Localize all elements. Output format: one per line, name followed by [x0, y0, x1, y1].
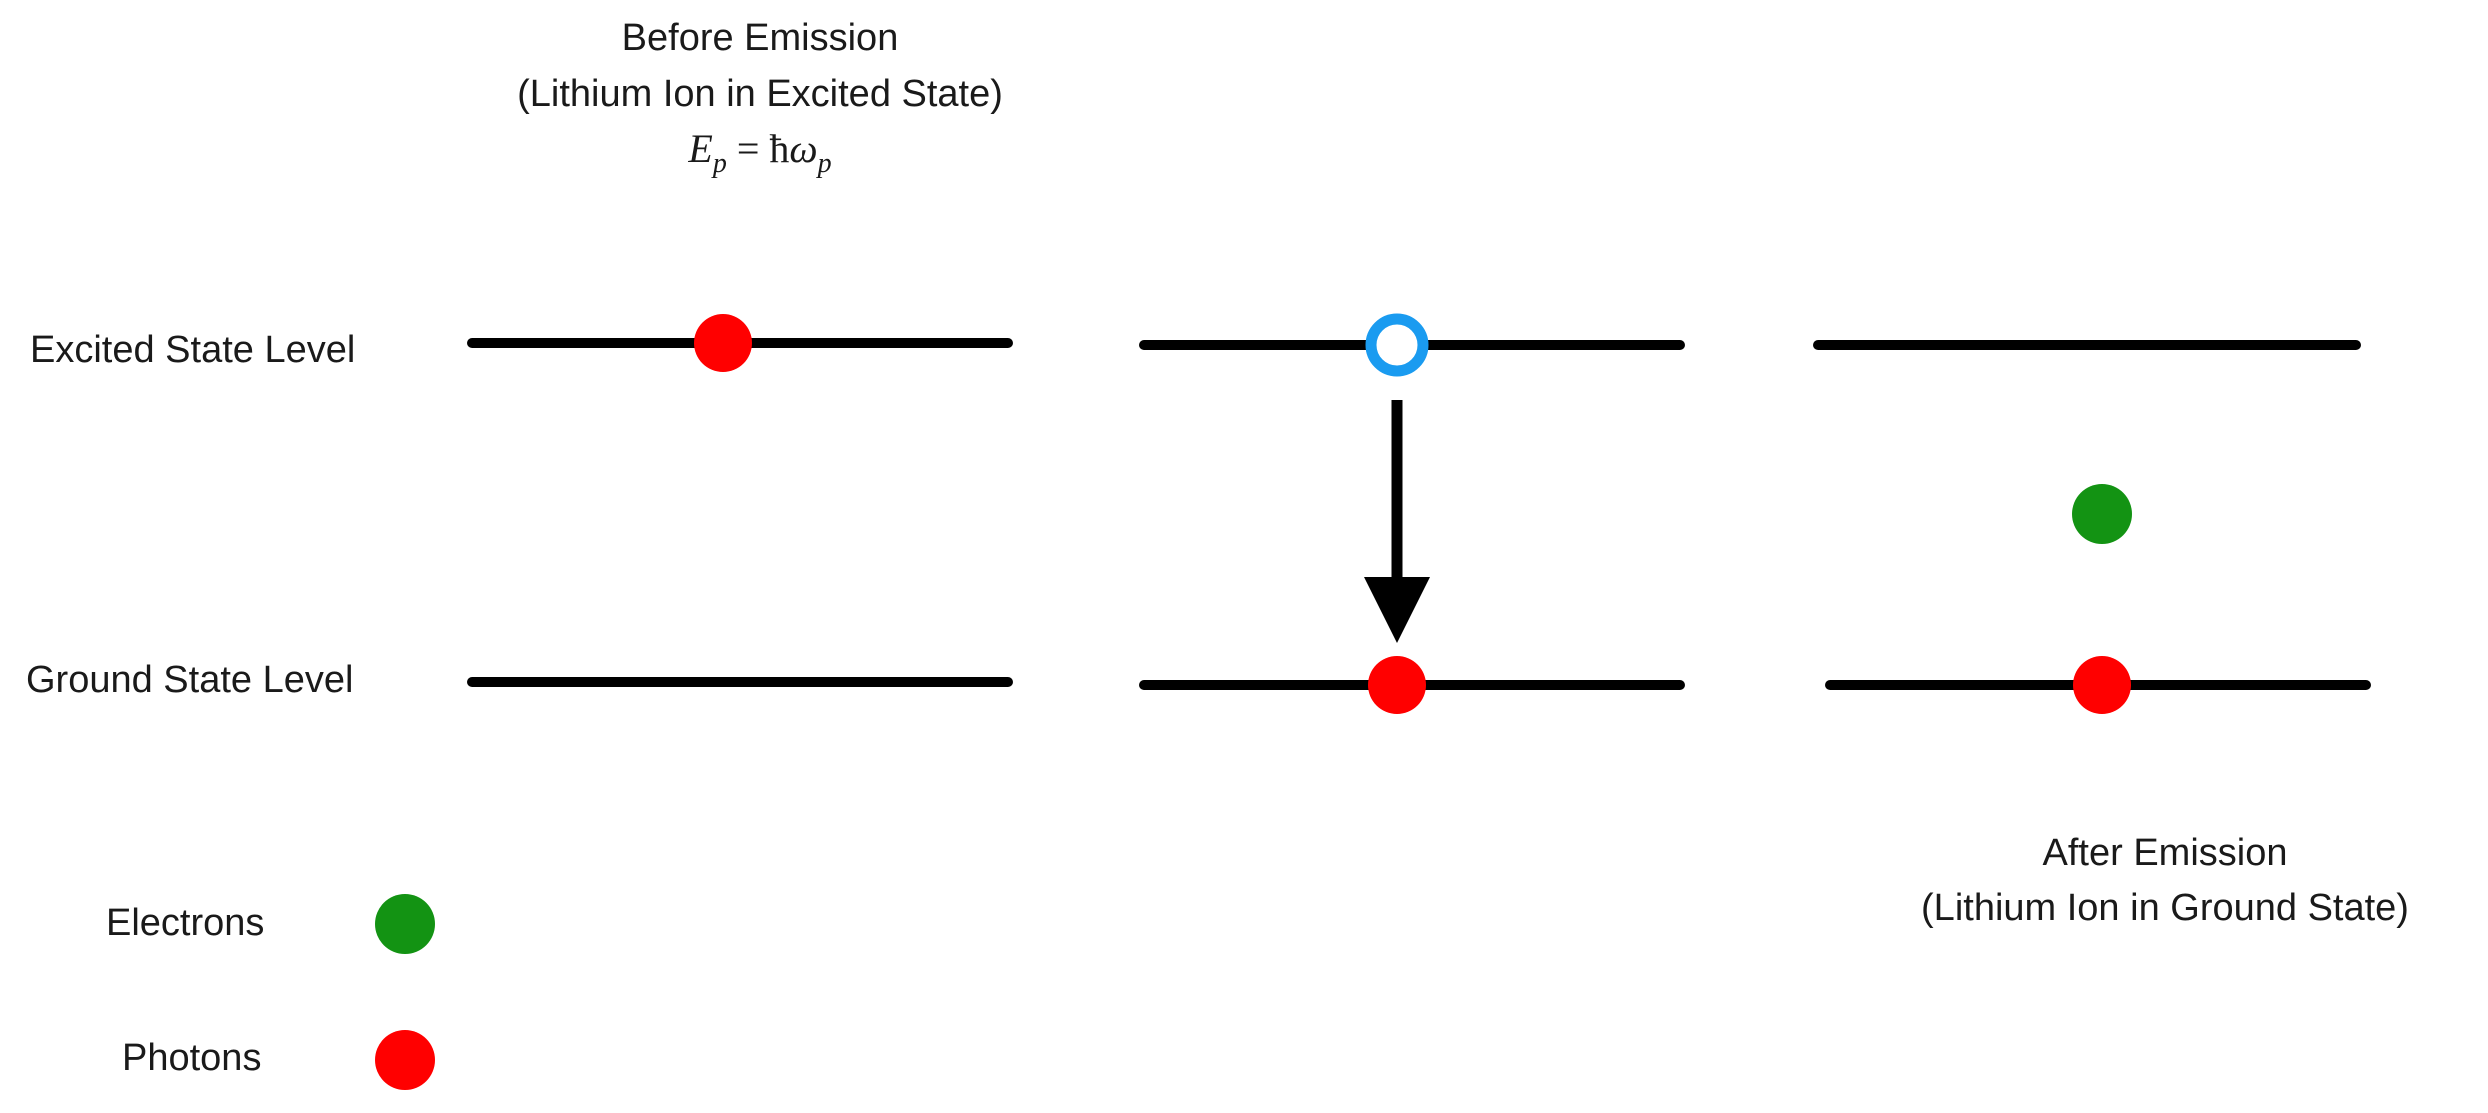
panel2-ground-photon: [1368, 656, 1426, 714]
panel3-emitted-electron: [2072, 484, 2132, 544]
before-title: Before Emission: [622, 17, 899, 59]
excited-level-label: Excited State Level: [30, 329, 355, 371]
after-title: After Emission: [2043, 832, 2288, 874]
formula-omega: ω: [789, 126, 817, 171]
legend-photon-swatch: [375, 1030, 435, 1090]
formula-subscript-p2: p: [816, 148, 832, 179]
formula-hbar: ħ: [769, 126, 789, 171]
panel1-excited-photon: [694, 314, 752, 372]
formula-equals: =: [727, 126, 770, 171]
legend: Electrons Photons: [106, 894, 435, 1090]
legend-electron-swatch: [375, 894, 435, 954]
panel2-vacancy-ring: [1365, 313, 1429, 377]
formula-subscript-p1: p: [711, 148, 727, 179]
legend-electrons-label: Electrons: [106, 902, 264, 944]
before-subtitle: (Lithium Ion in Excited State): [517, 73, 1003, 115]
panel3-ground-photon: [2073, 656, 2131, 714]
ground-level-label: Ground State Level: [26, 659, 353, 701]
legend-photons-label: Photons: [122, 1037, 261, 1079]
photon-energy-formula: Ep = ħωp: [687, 126, 831, 179]
formula-e: E: [687, 126, 712, 171]
after-subtitle: (Lithium Ion in Ground State): [1921, 887, 2409, 929]
